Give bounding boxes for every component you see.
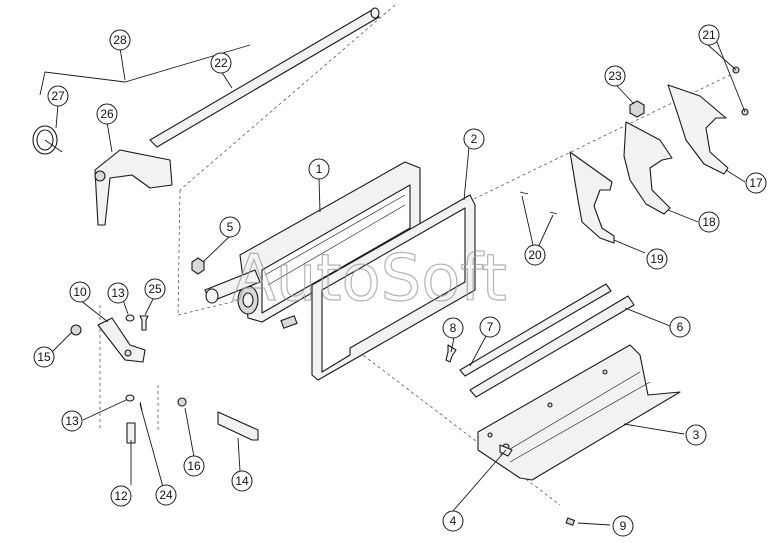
callout-6: 6 bbox=[669, 316, 691, 338]
svg-text:14: 14 bbox=[235, 474, 249, 488]
callout-25: 25 bbox=[144, 278, 166, 300]
nut-part-16 bbox=[177, 397, 187, 407]
callout-13-bottom: 13 bbox=[61, 410, 83, 432]
callout-24: 24 bbox=[155, 484, 177, 506]
screws-part-20 bbox=[519, 191, 558, 215]
nut-part-21 bbox=[732, 66, 749, 116]
svg-text:7: 7 bbox=[487, 320, 494, 334]
callout-20: 20 bbox=[524, 244, 546, 266]
latch-plate-part-10 bbox=[97, 317, 146, 363]
svg-text:21: 21 bbox=[702, 28, 716, 42]
svg-text:27: 27 bbox=[51, 89, 65, 103]
svg-text:22: 22 bbox=[214, 56, 228, 70]
nut-part-15 bbox=[70, 324, 82, 336]
callout-19: 19 bbox=[646, 248, 668, 270]
svg-text:9: 9 bbox=[620, 519, 627, 533]
plug-part-9 bbox=[565, 517, 576, 526]
rail-part-6 bbox=[469, 295, 635, 398]
leader-lines bbox=[48, 41, 746, 526]
callout-28: 28 bbox=[109, 29, 131, 51]
callout-15: 15 bbox=[33, 346, 55, 368]
callout-5: 5 bbox=[219, 216, 241, 238]
bracket-part-18 bbox=[623, 121, 673, 215]
svg-text:23: 23 bbox=[608, 69, 622, 83]
main-frame-part-1 bbox=[204, 161, 421, 329]
callout-7: 7 bbox=[479, 316, 501, 338]
callout-9: 9 bbox=[612, 515, 634, 537]
washers-and-pins bbox=[125, 314, 149, 444]
callout-27: 27 bbox=[47, 85, 69, 107]
watermark-text: AutoSoft bbox=[232, 242, 507, 316]
svg-text:26: 26 bbox=[100, 107, 114, 121]
svg-text:12: 12 bbox=[114, 489, 128, 503]
svg-text:15: 15 bbox=[37, 350, 51, 364]
callout-21: 21 bbox=[698, 24, 720, 46]
svg-text:13: 13 bbox=[111, 286, 125, 300]
svg-text:13: 13 bbox=[65, 414, 79, 428]
svg-text:8: 8 bbox=[450, 321, 457, 335]
callout-17: 17 bbox=[745, 172, 767, 194]
svg-text:24: 24 bbox=[159, 488, 173, 502]
callout-23: 22 bbox=[210, 52, 232, 74]
callout-12: 12 bbox=[110, 485, 132, 507]
wire-pin-part-28 bbox=[39, 44, 251, 96]
svg-text:17: 17 bbox=[749, 176, 763, 190]
svg-text:3: 3 bbox=[693, 428, 700, 442]
callout-22: 23 bbox=[604, 65, 626, 87]
svg-text:18: 18 bbox=[702, 215, 716, 229]
callout-3: 3 bbox=[685, 424, 707, 446]
callout-10: 10 bbox=[69, 281, 91, 303]
svg-text:20: 20 bbox=[528, 248, 542, 262]
bracket-part-17 bbox=[667, 84, 729, 175]
ring-pin-part-27 bbox=[32, 125, 63, 155]
trough-part-3 bbox=[477, 344, 681, 481]
callout-13-top: 13 bbox=[107, 282, 129, 304]
svg-text:28: 28 bbox=[113, 33, 127, 47]
callout-4: 4 bbox=[442, 510, 464, 532]
svg-text:2: 2 bbox=[471, 132, 478, 146]
callout-14: 14 bbox=[231, 470, 253, 492]
svg-text:10: 10 bbox=[73, 285, 87, 299]
nut-part-5 bbox=[191, 257, 205, 275]
handle-lever-part-26 bbox=[94, 149, 173, 226]
rod-part-23 bbox=[149, 7, 380, 148]
rail-part-7 bbox=[459, 283, 612, 377]
callout-26: 26 bbox=[96, 103, 118, 125]
svg-text:4: 4 bbox=[450, 514, 457, 528]
callout-8: 8 bbox=[442, 317, 464, 339]
nut-part-22 bbox=[629, 100, 645, 118]
svg-text:19: 19 bbox=[650, 252, 664, 266]
svg-text:5: 5 bbox=[227, 220, 234, 234]
svg-text:6: 6 bbox=[677, 320, 684, 334]
callout-2: 2 bbox=[463, 128, 485, 150]
svg-text:16: 16 bbox=[187, 459, 201, 473]
callout-18: 18 bbox=[698, 211, 720, 233]
bracket-part-19 bbox=[569, 151, 615, 244]
svg-text:1: 1 bbox=[316, 162, 323, 176]
strip-part-14 bbox=[217, 411, 259, 441]
callout-1: 1 bbox=[308, 158, 330, 180]
svg-text:25: 25 bbox=[148, 282, 162, 296]
gasket-panel-part-2 bbox=[311, 194, 476, 381]
callout-16: 16 bbox=[183, 455, 205, 477]
screw-part-8 bbox=[445, 344, 457, 363]
